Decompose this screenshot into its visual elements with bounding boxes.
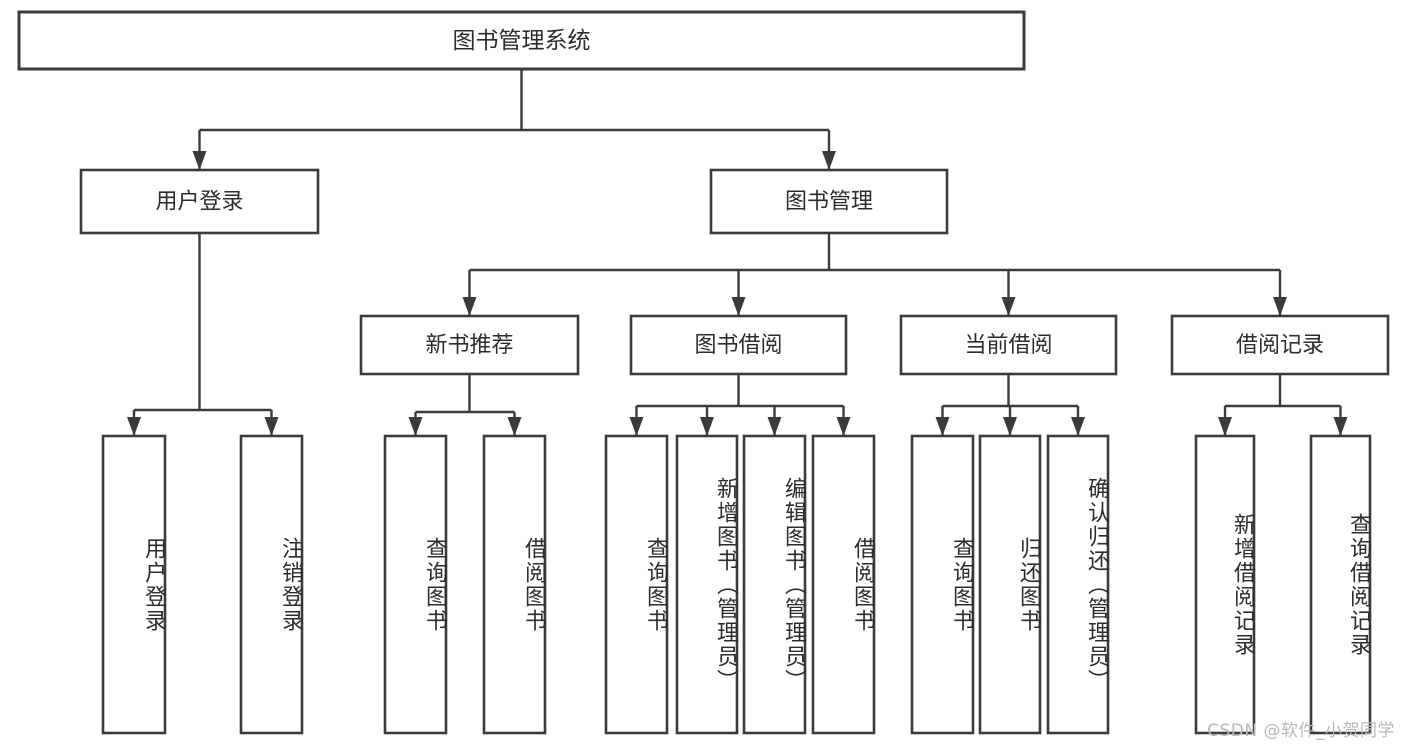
node-新增借阅记录-leaf-11[interactable] bbox=[1194, 434, 1256, 735]
arrow-head-icon bbox=[192, 151, 207, 170]
node-借阅记录-label: 借阅记录 bbox=[1236, 333, 1324, 358]
node-新书推荐-label: 新书推荐 bbox=[425, 333, 513, 358]
arrow-head-icon bbox=[1273, 297, 1287, 316]
arrow-head-icon bbox=[731, 297, 746, 316]
node-用户登录-leaf-0[interactable] bbox=[101, 434, 167, 735]
arrow-head-icon bbox=[1001, 297, 1016, 316]
node-图书借阅-label: 图书借阅 bbox=[694, 333, 782, 358]
node-编辑图书管理员-leaf-6[interactable] bbox=[742, 434, 807, 735]
node-当前借阅-label: 当前借阅 bbox=[964, 333, 1052, 358]
arrow-head-icon bbox=[700, 417, 714, 436]
node-新增图书管理员-leaf-5[interactable] bbox=[675, 434, 739, 735]
node-box-layer bbox=[17, 10, 1390, 735]
arrow-head-icon bbox=[127, 417, 141, 436]
node-注销登录-leaf-1[interactable] bbox=[239, 434, 304, 735]
arrow-head-icon bbox=[836, 417, 851, 436]
arrow-head-icon bbox=[1003, 417, 1017, 436]
watermark-text: CSDN @软件_小贺同学 bbox=[1207, 721, 1395, 741]
arrow-head-icon bbox=[507, 417, 522, 436]
arrow-head-icon bbox=[264, 417, 279, 436]
node-图书管理[interactable] bbox=[709, 168, 949, 235]
arrow-head-icon bbox=[935, 417, 950, 436]
node-归还图书-leaf-9[interactable] bbox=[978, 434, 1042, 735]
arrow-head-icon bbox=[629, 417, 644, 436]
arrow-head-icon bbox=[462, 297, 477, 316]
node-查询图书-leaf-2[interactable] bbox=[383, 434, 448, 735]
node-图书管理-label: 图书管理 bbox=[785, 190, 873, 215]
node-借阅图书-leaf-7[interactable] bbox=[811, 434, 876, 735]
node-借阅图书-leaf-3[interactable] bbox=[482, 434, 547, 735]
node-图书借阅[interactable] bbox=[629, 314, 848, 376]
node-当前借阅[interactable] bbox=[899, 314, 1118, 376]
node-查询借阅记录-leaf-12[interactable] bbox=[1309, 434, 1372, 735]
node-查询图书-leaf-8[interactable] bbox=[910, 434, 975, 735]
arrow-head-icon bbox=[822, 151, 836, 170]
arrow-head-icon bbox=[1218, 417, 1232, 436]
connector-layer bbox=[127, 69, 1348, 436]
arrow-head-icon bbox=[408, 417, 423, 436]
node-确认归还管理员-leaf-10[interactable] bbox=[1046, 434, 1110, 735]
node-借阅记录[interactable] bbox=[1170, 314, 1390, 376]
node-图书管理系统-label: 图书管理系统 bbox=[453, 28, 591, 54]
node-用户登录[interactable] bbox=[79, 168, 320, 235]
node-用户登录-label: 用户登录 bbox=[155, 190, 243, 215]
arrow-head-icon bbox=[1071, 417, 1085, 436]
node-查询图书-leaf-4[interactable] bbox=[604, 434, 669, 735]
arrow-head-icon bbox=[767, 417, 782, 436]
arrow-head-icon bbox=[1333, 417, 1348, 436]
node-root-node-图书管理系统[interactable] bbox=[17, 10, 1026, 71]
node-新书推荐[interactable] bbox=[359, 314, 580, 376]
